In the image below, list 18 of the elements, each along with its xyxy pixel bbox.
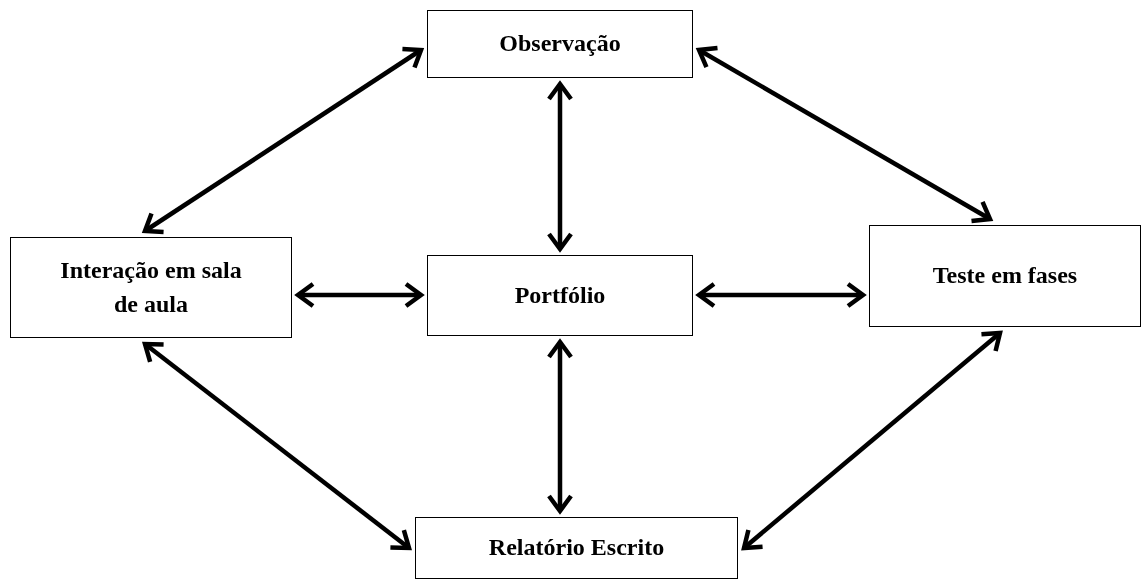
label-box xyxy=(10,237,292,338)
label-box xyxy=(869,225,1141,327)
double-arrow xyxy=(142,46,424,235)
box-label: Portfólio xyxy=(514,280,606,310)
box-label: Teste em fases xyxy=(932,261,1078,291)
double-arrow xyxy=(696,281,866,309)
double-arrow xyxy=(741,330,1003,551)
label-box xyxy=(415,517,738,579)
label-box xyxy=(427,10,693,78)
box-label: Interação em sala de aula xyxy=(59,255,243,319)
box-label: Observação xyxy=(499,29,621,59)
box-label: Relatório Escrito xyxy=(488,533,665,563)
double-arrow xyxy=(546,339,574,514)
double-arrow xyxy=(546,81,574,252)
double-arrow xyxy=(142,341,412,551)
double-arrow xyxy=(295,281,424,309)
double-arrow xyxy=(696,45,993,224)
label-box xyxy=(427,255,693,336)
